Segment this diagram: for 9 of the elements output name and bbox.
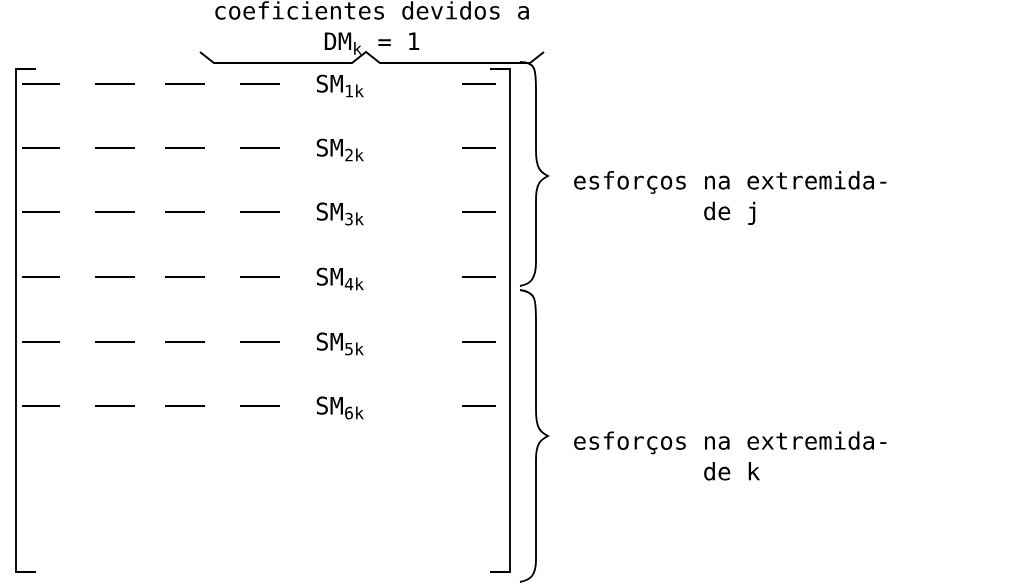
matrix-entry: SM$_{4k}$: [316, 267, 364, 291]
matrix-entry: SM$_{3k}$: [316, 202, 364, 226]
brace-label: coeficientes devidos a DM$_{k}$ = 1: [215, 1, 529, 55]
brace-label: esforços na extremida- de k: [574, 431, 887, 481]
matrix-entry: SM$_{2k}$: [316, 138, 364, 162]
matrix-entry: SM$_{6k}$: [316, 396, 364, 420]
brace-label: esforços na extremida- de j: [574, 171, 887, 225]
matrix-entry: SM$_{1k}$: [316, 74, 364, 98]
matrix-entry: SM$_{5k}$: [316, 332, 364, 356]
